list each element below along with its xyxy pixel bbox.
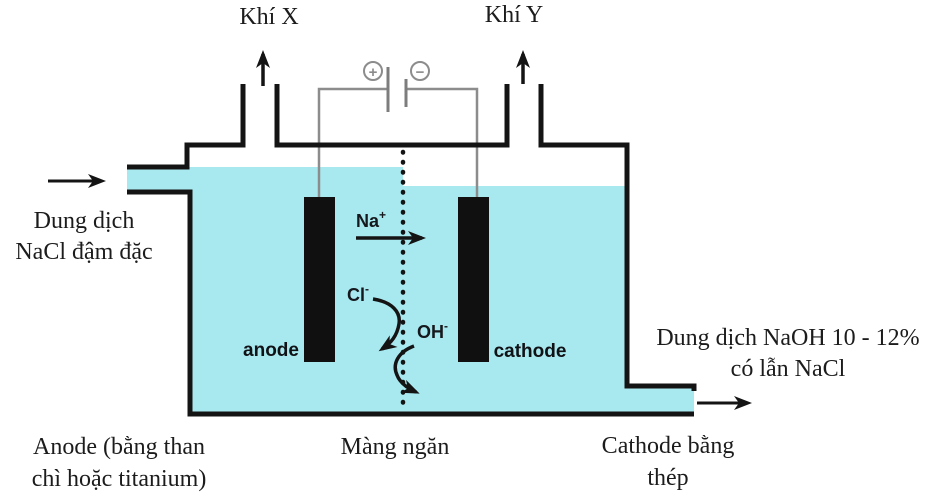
chloride-ion-charge: - xyxy=(365,282,369,296)
tank-wall-bottom-left xyxy=(127,189,694,417)
hydroxide-ion-charge: - xyxy=(444,319,448,333)
chloride-ion-arrow xyxy=(372,297,401,352)
product-solution-label-line1: Dung dịch NaOH 10 - 12% xyxy=(656,325,920,351)
cathode-electrode-label: cathode xyxy=(493,341,567,362)
sodium-ion-symbol: Na xyxy=(356,211,380,231)
anode-caption-line1: Anode (bằng than xyxy=(33,434,205,460)
anode-wire xyxy=(317,87,388,200)
gas-x-label: Khí X xyxy=(239,4,299,30)
battery-positive-icon: + xyxy=(363,61,383,81)
tank-wall-top-middle xyxy=(274,84,510,148)
feed-solution-label-line1: Dung dịch xyxy=(33,208,135,234)
anode-caption-line2: chì hoặc titanium) xyxy=(31,466,207,492)
battery-negative-icon: − xyxy=(410,61,430,81)
electrolyte-liquid xyxy=(127,167,694,413)
hydroxide-ion-symbol: OH xyxy=(417,322,444,342)
sodium-ion-charge: + xyxy=(379,208,387,222)
anode-electrode-label: anode xyxy=(243,340,299,361)
cathode-wire xyxy=(406,87,479,200)
anode-electrode-bar xyxy=(304,197,335,362)
cathode-caption-line2: thép xyxy=(647,465,689,491)
cathode-caption-line1: Cathode bằng xyxy=(601,433,735,459)
product-solution-label-line2: có lẫn NaCl xyxy=(730,356,846,382)
chloride-ion-label: Cl- xyxy=(347,282,369,306)
sodium-ion-label: Na+ xyxy=(356,208,387,232)
hydroxide-ion-arrow xyxy=(393,344,420,394)
tank-wall-inlet-top xyxy=(127,84,246,170)
hydroxide-ion-label: OH- xyxy=(417,319,448,343)
chloride-ion-symbol: Cl xyxy=(347,285,365,305)
feed-solution-label-line2: NaCl đậm đặc xyxy=(15,239,153,265)
cathode-electrode-bar xyxy=(458,197,489,362)
gas-y-label: Khí Y xyxy=(484,2,544,28)
membrane-caption: Màng ngăn xyxy=(340,434,450,460)
tank-wall-right xyxy=(538,84,697,391)
